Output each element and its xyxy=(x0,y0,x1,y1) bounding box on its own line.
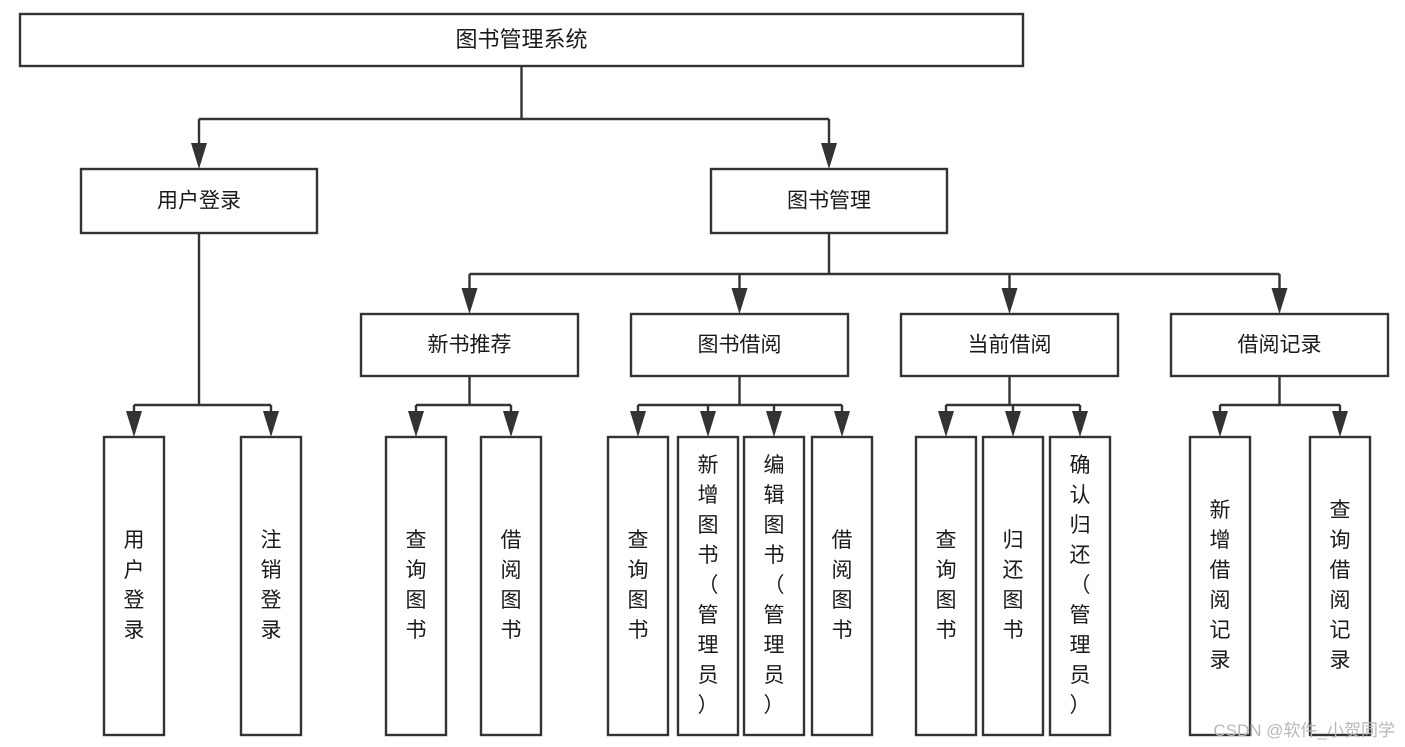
node-leaf-add-record[interactable]: 新增借阅记录 xyxy=(1188,435,1252,737)
node-label: 用户登录 xyxy=(124,529,145,642)
node-leaf-borrow-book-rec[interactable]: 借阅图书 xyxy=(479,435,543,737)
arrow-head-icon xyxy=(834,411,850,437)
arrow-head-icon xyxy=(503,411,519,437)
arrow-head-icon xyxy=(938,411,954,437)
node-box xyxy=(1188,435,1252,737)
node-label: 查询借阅记录 xyxy=(1330,499,1351,672)
node-layer: 图书管理系统用户登录图书管理新书推荐图书借阅当前借阅借阅记录用户登录注销登录查询… xyxy=(18,12,1390,737)
node-label: 用户登录 xyxy=(157,190,241,213)
node-label: 新增借阅记录 xyxy=(1210,499,1231,672)
node-leaf-query-book-cur[interactable]: 查询图书 xyxy=(914,435,978,737)
arrow-head-icon xyxy=(1212,411,1228,437)
node-box xyxy=(79,167,319,235)
node-leaf-query-book-borrow[interactable]: 查询图书 xyxy=(606,435,670,737)
node-box xyxy=(914,435,978,737)
arrow-head-icon xyxy=(821,143,837,169)
arrow-head-icon xyxy=(408,411,424,437)
node-box xyxy=(606,435,670,737)
arrow-head-icon xyxy=(766,411,782,437)
node-label: 借阅图书 xyxy=(832,529,853,642)
node-leaf-borrow-book[interactable]: 借阅图书 xyxy=(810,435,874,737)
node-box xyxy=(384,435,448,737)
node-box xyxy=(899,312,1120,378)
node-root[interactable]: 图书管理系统 xyxy=(18,12,1025,68)
node-box xyxy=(18,12,1025,68)
node-label: 当前借阅 xyxy=(968,334,1052,357)
node-box xyxy=(359,312,580,378)
node-label: 借阅记录 xyxy=(1238,334,1322,357)
node-book-borrow[interactable]: 图书借阅 xyxy=(629,312,850,378)
arrow-head-icon xyxy=(263,411,279,437)
arrow-head-icon xyxy=(1332,411,1348,437)
node-box xyxy=(676,435,740,737)
node-label: 图书管理 xyxy=(787,190,871,213)
arrow-head-icon xyxy=(1001,288,1018,314)
node-box xyxy=(102,435,166,737)
node-box xyxy=(810,435,874,737)
node-box xyxy=(1048,435,1112,737)
node-leaf-query-record[interactable]: 查询借阅记录 xyxy=(1308,435,1372,737)
node-label: 查询图书 xyxy=(628,529,649,642)
node-leaf-return-book[interactable]: 归还图书 xyxy=(981,435,1045,737)
node-new-book-rec[interactable]: 新书推荐 xyxy=(359,312,580,378)
node-label: 图书借阅 xyxy=(698,334,782,357)
node-box xyxy=(1169,312,1390,378)
arrow-head-icon xyxy=(1271,288,1288,314)
node-label: 归还图书 xyxy=(1003,529,1024,642)
node-box xyxy=(1308,435,1372,737)
node-leaf-edit-book[interactable]: 编辑图书（管理员） xyxy=(742,435,806,737)
node-current-borrow[interactable]: 当前借阅 xyxy=(899,312,1120,378)
node-label: 图书管理系统 xyxy=(455,27,587,52)
arrow-head-icon xyxy=(700,411,716,437)
node-label: 注销登录 xyxy=(261,529,282,642)
node-box xyxy=(629,312,850,378)
node-leaf-logout[interactable]: 注销登录 xyxy=(239,435,303,737)
node-user-login[interactable]: 用户登录 xyxy=(79,167,319,235)
node-label: 查询图书 xyxy=(936,529,957,642)
node-leaf-confirm-return[interactable]: 确认归还（管理员） xyxy=(1048,435,1112,737)
arrow-head-icon xyxy=(461,288,478,314)
node-book-manage[interactable]: 图书管理 xyxy=(709,167,949,235)
node-box xyxy=(742,435,806,737)
arrow-head-icon xyxy=(1005,411,1021,437)
node-box xyxy=(479,435,543,737)
node-box xyxy=(709,167,949,235)
node-leaf-user-login[interactable]: 用户登录 xyxy=(102,435,166,737)
node-label: 新增图书（管理员） xyxy=(698,454,719,717)
arrow-head-icon xyxy=(731,288,748,314)
arrow-head-icon xyxy=(191,143,207,169)
node-box xyxy=(981,435,1045,737)
node-borrow-record[interactable]: 借阅记录 xyxy=(1169,312,1390,378)
node-leaf-add-book[interactable]: 新增图书（管理员） xyxy=(676,435,740,737)
arrow-head-icon xyxy=(1072,411,1088,437)
node-label: 查询图书 xyxy=(406,529,427,642)
node-label: 借阅图书 xyxy=(501,529,522,642)
connector-layer xyxy=(126,66,1348,437)
arrow-head-icon xyxy=(630,411,646,437)
arrow-head-icon xyxy=(126,411,142,437)
node-label: 新书推荐 xyxy=(428,334,512,357)
node-label: 确认归还（管理员） xyxy=(1070,454,1091,717)
node-box xyxy=(239,435,303,737)
node-label: 编辑图书（管理员） xyxy=(764,454,785,717)
node-leaf-query-book-rec[interactable]: 查询图书 xyxy=(384,435,448,737)
